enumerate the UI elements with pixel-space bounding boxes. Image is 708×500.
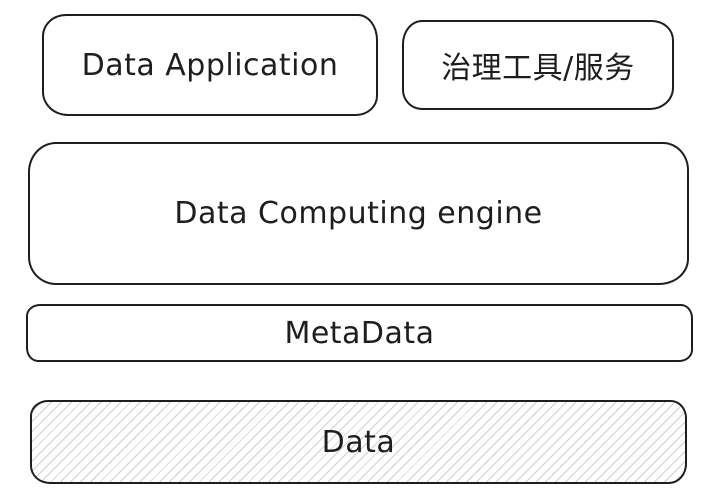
metadata-label: MetaData	[284, 315, 435, 351]
data-application-label: Data Application	[81, 47, 339, 83]
data-label: Data	[321, 424, 396, 460]
metadata-box: MetaData	[26, 304, 693, 362]
data-box: Data	[30, 400, 687, 484]
governance-tools-box: 治理工具/服务	[402, 20, 674, 110]
computing-engine-label: Data Computing engine	[174, 196, 543, 231]
governance-tools-label: 治理工具/服务	[441, 51, 635, 86]
data-application-box: Data Application	[42, 14, 378, 116]
computing-engine-box: Data Computing engine	[28, 142, 689, 285]
